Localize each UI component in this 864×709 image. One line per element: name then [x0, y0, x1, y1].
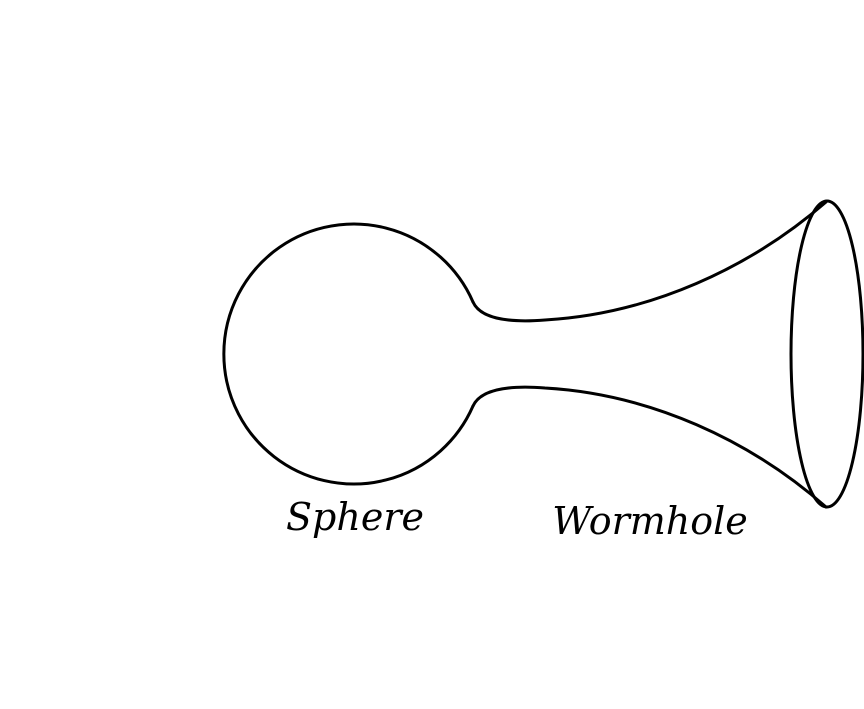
sphere-label: Sphere	[286, 495, 424, 539]
wormhole-label: Wormhole	[552, 499, 748, 543]
sphere-outline	[222, 222, 475, 486]
wormhole-lower-wall	[471, 385, 828, 509]
wormhole-upper-wall	[471, 200, 828, 323]
wormhole-mouth-ellipse	[789, 199, 864, 509]
